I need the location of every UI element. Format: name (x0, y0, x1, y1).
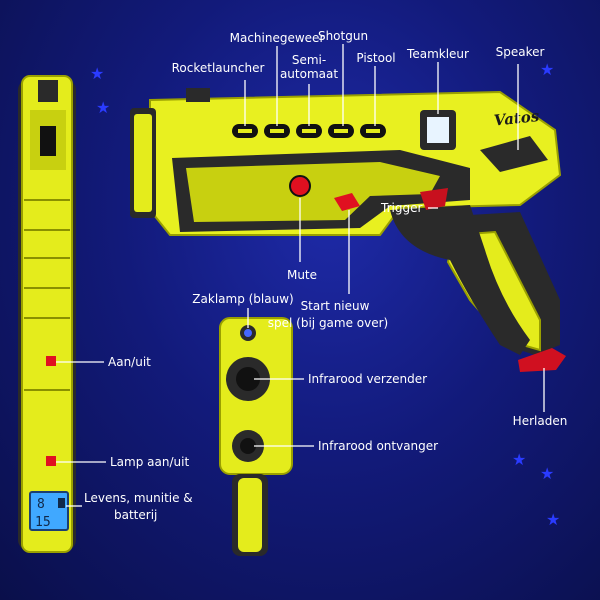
blaster-top-view: 8 15 (18, 75, 76, 553)
flashlight-light (244, 329, 252, 337)
label-lamp-aan-uit: Lamp aan/uit (110, 455, 190, 469)
trigger-guard (390, 205, 530, 355)
brand-logo: Vatos (493, 107, 541, 130)
ir-receiver-lens (240, 438, 256, 454)
mute-button (289, 175, 311, 197)
speaker-grille (480, 136, 548, 172)
top-view-slot (40, 126, 56, 156)
lcd-battery-icon (58, 498, 65, 508)
muzzle-inner (134, 114, 152, 212)
reload-lever (518, 348, 566, 372)
trigger (420, 188, 448, 210)
ir-transmitter-lens (236, 367, 260, 391)
label-start-line1: Start nieuw (300, 299, 370, 313)
label-aan-uit: Aan/uit (108, 355, 151, 369)
label-rocketlauncher: Rocketlauncher (171, 61, 265, 75)
top-view-lamp-button (46, 456, 56, 466)
label-levens-line1: Levens, munitie & (84, 491, 193, 505)
lcd-top-value: 8 (37, 497, 45, 512)
star-icon: ★ (512, 450, 527, 469)
label-semi-line2: automaat (279, 67, 339, 81)
lcd-bottom-value: 15 (35, 515, 51, 530)
label-herladen: Herladen (512, 414, 568, 428)
label-shotgun: Shotgun (317, 29, 369, 43)
side-panel-inner (186, 162, 440, 222)
star-icon: ★ (96, 98, 111, 117)
label-levens-line2: batterij (114, 508, 158, 522)
blaster-front-view (219, 317, 293, 556)
blaster-side-view: Vatos (130, 88, 566, 372)
label-speaker: Speaker (495, 45, 545, 59)
label-pistool: Pistool (356, 51, 396, 65)
start-button (334, 193, 360, 211)
top-view-ribs (24, 199, 70, 391)
team-led-light (427, 117, 449, 143)
label-semi-line1: Semi- (291, 53, 327, 67)
top-view-power-button (46, 356, 56, 366)
label-teamkleur: Teamkleur (407, 47, 469, 61)
label-ir-zender: Infrarood verzender (308, 372, 428, 386)
label-ir-ontvanger: Infrarood ontvanger (318, 439, 439, 453)
label-trigger: Trigger (381, 201, 423, 215)
label-machinegeweer: Machinegeweer (229, 31, 325, 45)
star-icon: ★ (546, 510, 561, 529)
label-mute: Mute (286, 268, 318, 282)
leader-lines (56, 44, 545, 507)
star-icon: ★ (90, 64, 105, 83)
rear-sight (186, 88, 210, 102)
weapon-buttons (232, 124, 386, 138)
front-view-grip-inner (238, 478, 262, 552)
top-view-body (21, 75, 73, 553)
star-icon: ★ (540, 464, 555, 483)
top-view-muzzle (38, 80, 58, 102)
label-zaklamp: Zaklamp (blauw) (192, 292, 294, 306)
label-start-line2: spel (bij game over) (267, 316, 389, 330)
star-icon: ★ (540, 60, 555, 79)
